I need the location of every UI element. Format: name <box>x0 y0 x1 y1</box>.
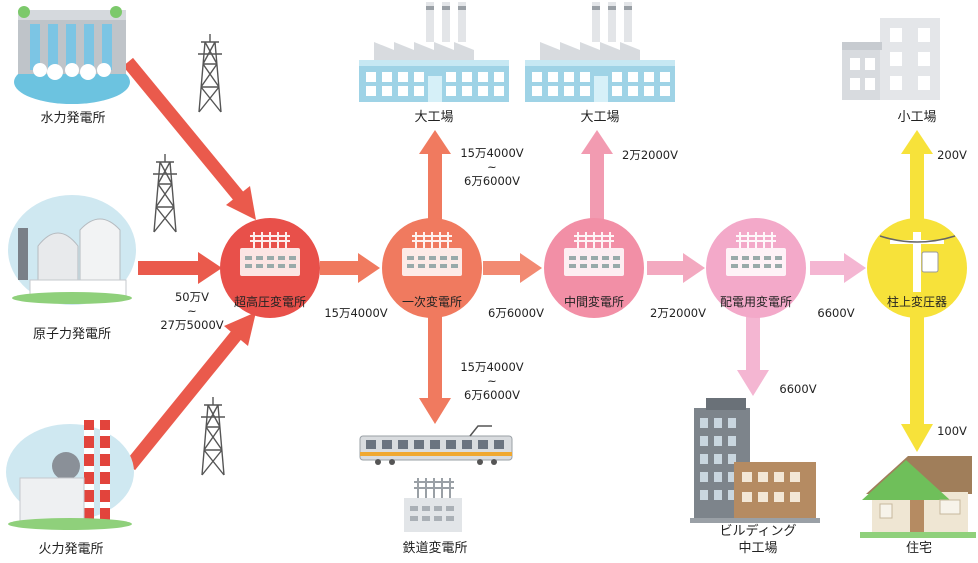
voltage-primary-down-bottom: 6万6000V <box>464 388 520 402</box>
building-label: ビルディング <box>719 524 797 539</box>
thermal-plant-label: 火力発電所 <box>38 542 104 557</box>
voltage-distribution-down: 6600V <box>779 382 817 396</box>
voltage-distribution-to-pole: 6600V <box>817 306 855 320</box>
arrow-thermal-to-ultra <box>124 312 256 471</box>
pylon-icon <box>152 153 178 233</box>
arrow-distribution-down <box>737 312 769 396</box>
source-voltage-tilde: ~ <box>187 304 197 318</box>
pylon-icon <box>197 33 223 113</box>
building-icon <box>690 398 820 523</box>
mid-factory-label: 中工場 <box>738 541 778 556</box>
large-factory-icon <box>525 2 675 102</box>
voltage-primary-down-top: 15万4000V <box>460 360 524 374</box>
intermediate-substation <box>544 218 644 318</box>
voltage-pole-up: 200V <box>937 148 967 162</box>
hydro-plant-label: 水力発電所 <box>40 111 106 126</box>
arrow-ultra-to-primary <box>320 253 380 283</box>
source-voltage-bottom: 27万5000V <box>160 318 224 332</box>
small-factory-label: 小工場 <box>897 110 937 125</box>
large-factory-label-2: 大工場 <box>580 110 620 125</box>
voltage-pole-down: 100V <box>937 424 967 438</box>
arrow-distribution-to-pole <box>810 253 866 283</box>
railway-substation-label: 鉄道変電所 <box>402 541 468 556</box>
arrow-nuclear-to-ultra <box>138 252 222 284</box>
voltage-primary-down-tilde: ~ <box>487 374 497 388</box>
large-factory-icon <box>359 2 509 102</box>
hydro-plant-icon <box>14 6 130 104</box>
ultra-high-substation-label: 超高圧変電所 <box>234 294 306 309</box>
train-icon <box>359 425 513 465</box>
voltage-primary-up-bottom: 6万6000V <box>464 174 520 188</box>
railway-substation-icon <box>404 478 462 532</box>
thermal-plant-icon <box>6 420 134 530</box>
primary-substation-label: 一次変電所 <box>402 294 462 309</box>
arrow-pole-up <box>901 130 933 222</box>
voltage-primary-to-intermediate: 6万6000V <box>488 306 544 320</box>
arrow-pole-down <box>901 312 933 452</box>
nuclear-plant-icon <box>8 195 136 305</box>
pole-transformer-label: 柱上変圧器 <box>887 294 947 309</box>
utility-pole-icon <box>879 232 956 292</box>
house-icon <box>860 456 976 538</box>
arrow-primary-to-intermediate <box>483 253 542 283</box>
voltage-primary-up-top: 15万4000V <box>460 146 524 160</box>
house-label: 住宅 <box>905 541 932 556</box>
primary-substation <box>382 218 482 318</box>
pylon-icon <box>200 396 226 476</box>
large-factory-label-1: 大工場 <box>414 110 454 125</box>
intermediate-substation-label: 中間変電所 <box>564 294 624 309</box>
arrow-intermediate-up <box>581 130 613 222</box>
voltage-intermediate-to-distribution: 2万2000V <box>650 306 706 320</box>
arrow-intermediate-to-distribution <box>647 253 705 283</box>
pole-transformer <box>867 218 967 318</box>
source-voltage-top: 50万V <box>174 290 209 304</box>
arrow-hydro-to-ultra <box>122 57 256 220</box>
voltage-primary-up-tilde: ~ <box>487 160 497 174</box>
small-factory-icon <box>842 18 940 100</box>
ultra-high-substation <box>220 218 320 318</box>
nuclear-plant-label: 原子力発電所 <box>32 327 111 342</box>
arrow-primary-down <box>419 312 451 424</box>
voltage-ultra-to-primary: 15万4000V <box>324 306 388 320</box>
arrow-primary-up <box>419 130 451 222</box>
distribution-substation-label: 配電用変電所 <box>720 294 792 309</box>
voltage-intermediate-up: 2万2000V <box>622 148 678 162</box>
distribution-substation <box>706 218 806 318</box>
